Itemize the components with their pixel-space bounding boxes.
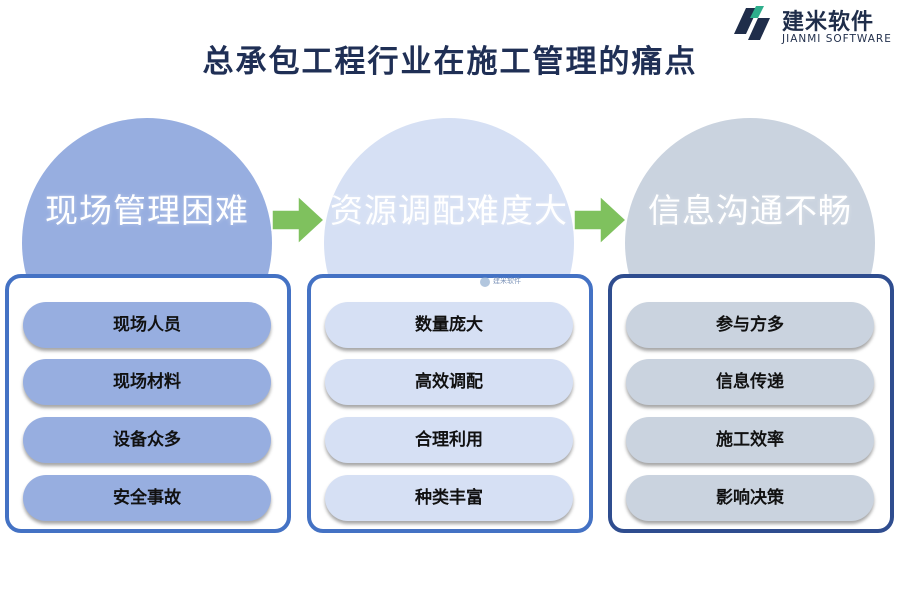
brand-name: 建米软件 (782, 10, 875, 35)
pain-point-item: 高效调配 (325, 359, 573, 405)
brand-logo: 建米软件 JIANMI SOFTWARE (724, 2, 900, 48)
pain-point-item: 设备众多 (23, 417, 271, 463)
page-title: 总承包工程行业在施工管理的痛点 (202, 44, 698, 80)
pain-point-item: 合理利用 (325, 417, 573, 463)
watermark: 建米软件 (480, 276, 540, 290)
pain-point-item: 安全事故 (23, 475, 271, 521)
column-2-panel: 数量庞大 高效调配 合理利用 种类丰富 (307, 274, 593, 533)
right-arrow-icon (271, 194, 326, 246)
pain-point-item: 施工效率 (626, 417, 874, 463)
column-2-heading: 资源调配难度大 (330, 191, 568, 230)
pain-point-item: 种类丰富 (325, 475, 573, 521)
right-arrow-icon (573, 194, 628, 246)
column-1-panel: 现场人员 现场材料 设备众多 安全事故 (5, 274, 291, 533)
pain-point-item: 现场人员 (23, 302, 271, 348)
pain-point-item: 数量庞大 (325, 302, 573, 348)
column-3-panel: 参与方多 信息传递 施工效率 影响决策 (608, 274, 894, 533)
watermark-text: 建米软件 (493, 277, 521, 285)
jianmi-logo-icon (734, 6, 770, 40)
column-3-heading: 信息沟通不畅 (648, 191, 852, 230)
watermark-logo-icon (480, 277, 490, 287)
pain-point-item: 现场材料 (23, 359, 271, 405)
pain-point-item: 参与方多 (626, 302, 874, 348)
pain-point-item: 信息传递 (626, 359, 874, 405)
column-1-heading: 现场管理困难 (45, 191, 249, 230)
pain-point-item: 影响决策 (626, 475, 874, 521)
brand-subtitle: JIANMI SOFTWARE (782, 33, 892, 45)
